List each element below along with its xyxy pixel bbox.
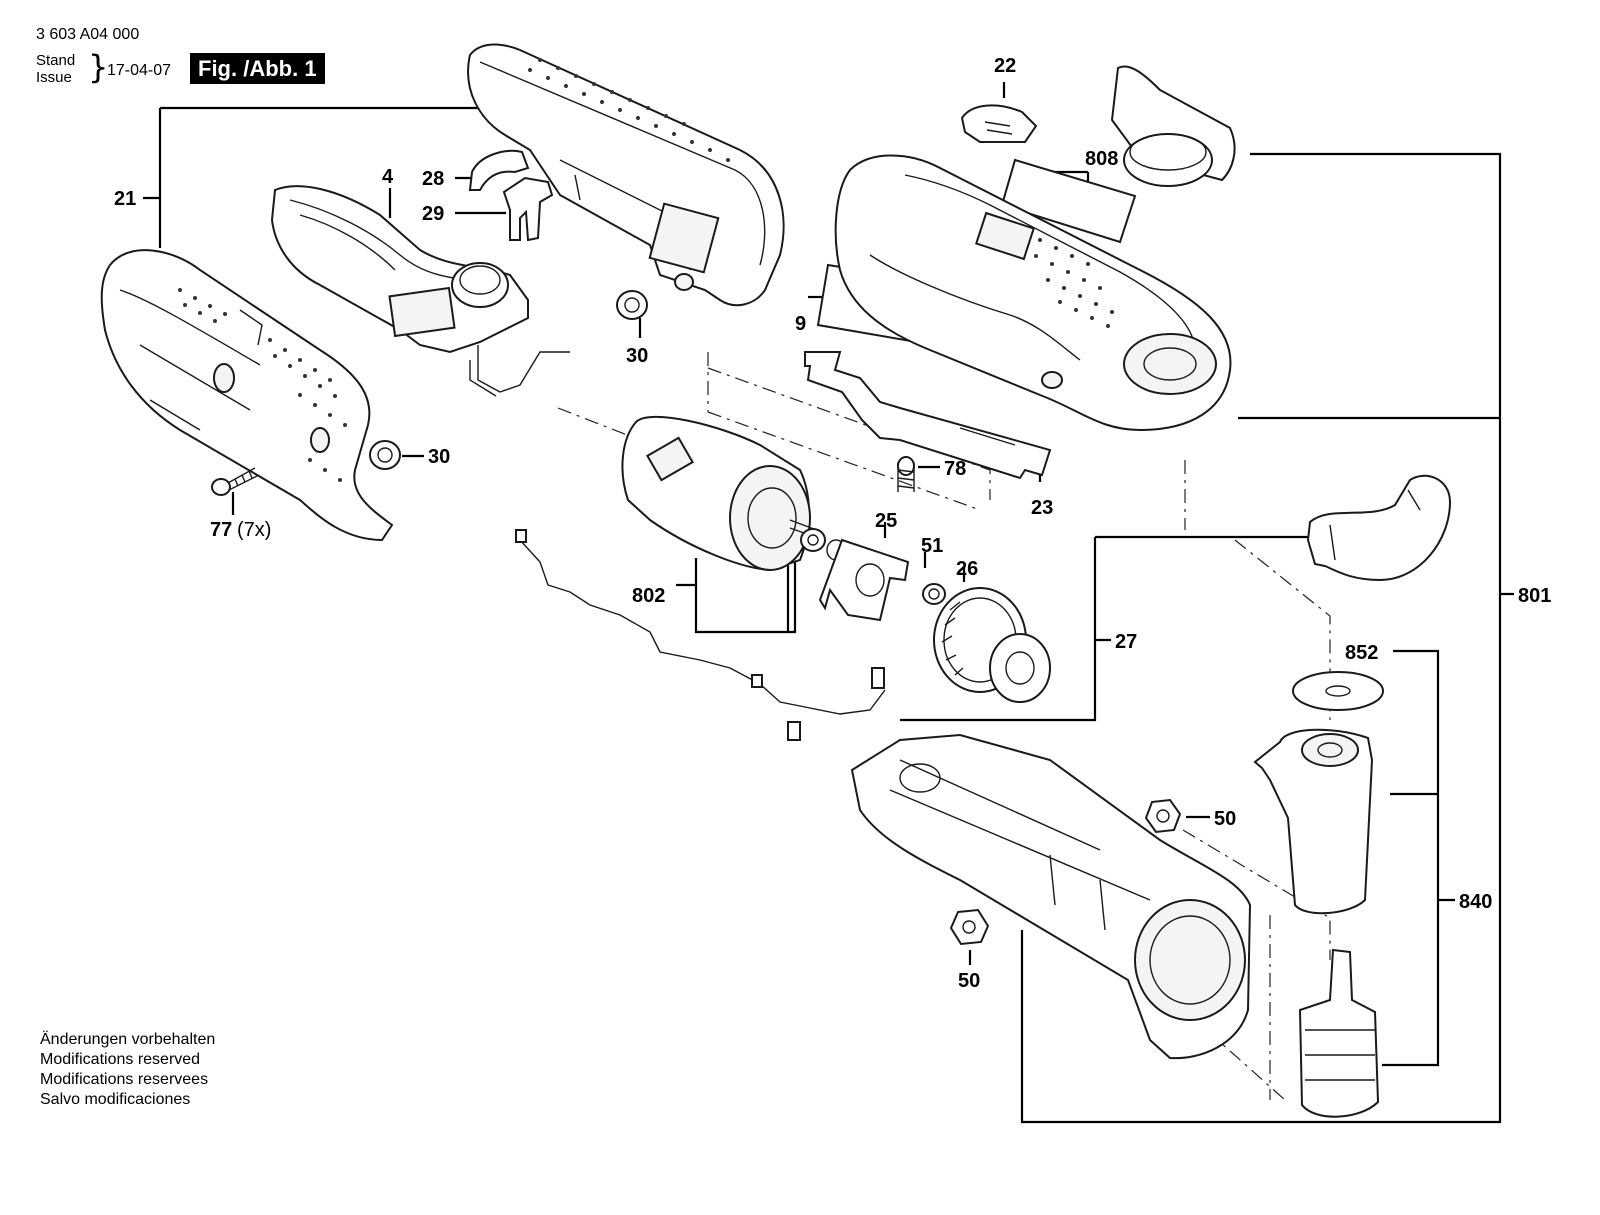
issue-date: 17-04-07 [107,62,172,79]
figure-label: Fig. /Abb. 1 [190,53,325,84]
part-label-9: 9 [795,313,806,335]
label-plate-808 [1000,158,1137,244]
spindle-lock-plate [804,351,1052,480]
motor-nut [800,528,826,552]
motor [621,415,823,572]
switch-slider [468,150,530,191]
part-label-30-lower: 30 [428,446,450,468]
housing-cap [1110,65,1236,187]
part-label-840: 840 [1459,891,1492,913]
screw [211,467,258,496]
part-label-852: 852 [1345,642,1378,664]
part-label-25: 25 [875,510,897,532]
handle-half-left [100,249,394,542]
part-label-22: 22 [994,55,1016,77]
part-label-50-lower: 50 [958,970,980,992]
gear-assembly [933,587,1051,703]
assembly-axes [557,352,1331,1101]
part-label-50-upper: 50 [1214,808,1236,830]
document-number: 3 603 A04 000 [36,26,140,43]
bushing-lower [369,440,401,470]
lock-button [960,104,1038,143]
part-label-77: 77 [210,519,232,541]
leader-lines [143,82,1514,1124]
note-french: Modifications reservees [40,1071,209,1088]
screw-78 [897,456,915,492]
part-label-27: 27 [1115,631,1137,653]
hex-nut-lower [949,908,990,946]
brace-symbol: } [88,48,109,86]
part-label-808: 808 [1085,148,1118,170]
spindle-shaft [1298,948,1380,1118]
bushing-upper [616,290,648,320]
part-label-4: 4 [382,166,394,188]
battery-clip [1306,474,1452,582]
part-labels: 21 4 28 29 30 30 77 (7x) 22 808 9 78 23 … [114,55,1551,992]
part-label-26: 26 [956,558,978,580]
part-label-28: 28 [422,168,444,190]
part-label-51: 51 [921,535,943,557]
part-label-21: 21 [114,188,136,210]
issue-label: Issue [36,69,72,86]
washer [1292,671,1384,711]
spindle-coupling [1253,728,1374,915]
screw-51 [922,583,946,605]
part-label-801: 801 [1518,585,1551,607]
motor-bracket [818,538,910,622]
motor-housing [834,154,1232,432]
note-german: Änderungen vorbehalten [40,1031,216,1048]
part-label-23: 23 [1031,497,1053,519]
stand-issue-label: Stand Issue [36,52,75,86]
part-label-29: 29 [422,203,444,225]
modification-notes: Änderungen vorbehalten Modifications res… [40,1030,215,1110]
part-label-30-upper: 30 [626,345,648,367]
wiring-harness [515,529,886,741]
note-english: Modifications reserved [40,1051,201,1068]
hex-nut-upper [1144,798,1182,834]
part-label-77-quantity: (7x) [237,519,271,541]
part-label-802: 802 [632,585,665,607]
stand-label: Stand [36,52,76,69]
switch-actuator [502,176,554,242]
switch-pcb [270,185,570,397]
handle-half-right [467,43,785,307]
gear-housing [850,733,1252,1060]
part-label-78: 78 [944,458,966,480]
note-spanish: Salvo modificaciones [40,1091,191,1108]
